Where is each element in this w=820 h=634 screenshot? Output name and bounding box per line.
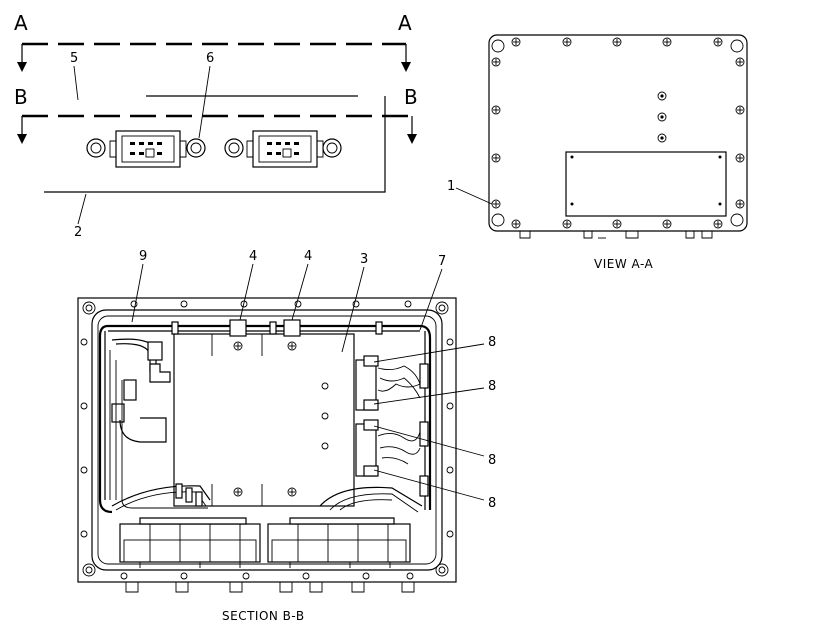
caption-section-b-b: SECTION B-B	[222, 609, 305, 623]
section-b-b: 9 4 4 3 7 8 8 8 8 SECTION B-B	[77, 249, 496, 623]
connector-group-lower	[355, 419, 421, 477]
arrow-b-left	[17, 134, 27, 144]
section-mark-a-right: A	[398, 11, 412, 35]
cable-clamp	[283, 319, 301, 337]
callout-8-d: 8	[488, 496, 496, 511]
callout-2: 2	[74, 225, 82, 240]
round-connector	[224, 138, 244, 158]
round-connector	[186, 138, 206, 158]
callout-9: 9	[139, 249, 147, 264]
caption-view-a-a: VIEW A-A	[594, 257, 654, 271]
arrow-b-right	[407, 134, 417, 144]
callout-8-b: 8	[488, 379, 496, 394]
circuit-board	[173, 333, 355, 507]
terminal-block-left	[119, 517, 261, 568]
round-connector	[322, 138, 342, 158]
callout-8-a: 8	[488, 335, 496, 350]
arrow-a-left	[17, 62, 27, 72]
terminal-block-right	[267, 517, 411, 568]
cable-loop	[119, 417, 167, 443]
round-connector	[86, 138, 106, 158]
callout-3: 3	[360, 252, 368, 267]
callout-5: 5	[70, 51, 78, 66]
callout-7: 7	[438, 254, 446, 269]
view-a-a-outline	[488, 34, 748, 232]
rectangular-connector-right	[246, 130, 324, 168]
section-mark-b-right: B	[404, 85, 418, 109]
arrow-a-right	[401, 62, 411, 72]
section-mark-b-left: B	[14, 85, 28, 109]
elbow-plug	[149, 363, 171, 383]
view-a-a: 1 VIEW A-A	[447, 34, 748, 271]
callout-6: 6	[206, 51, 214, 66]
callout-4-right: 4	[304, 249, 312, 264]
housing-edge	[44, 96, 386, 193]
section-b-b-outline	[77, 297, 457, 583]
rectangular-connector-left	[109, 130, 187, 168]
callout-8-c: 8	[488, 453, 496, 468]
callout-1: 1	[447, 179, 455, 194]
callout-4-left: 4	[249, 249, 257, 264]
edge-view: A A B B	[14, 11, 418, 240]
cable-clamp	[229, 319, 247, 337]
section-mark-a-left: A	[14, 11, 28, 35]
cover-plate	[565, 151, 727, 217]
